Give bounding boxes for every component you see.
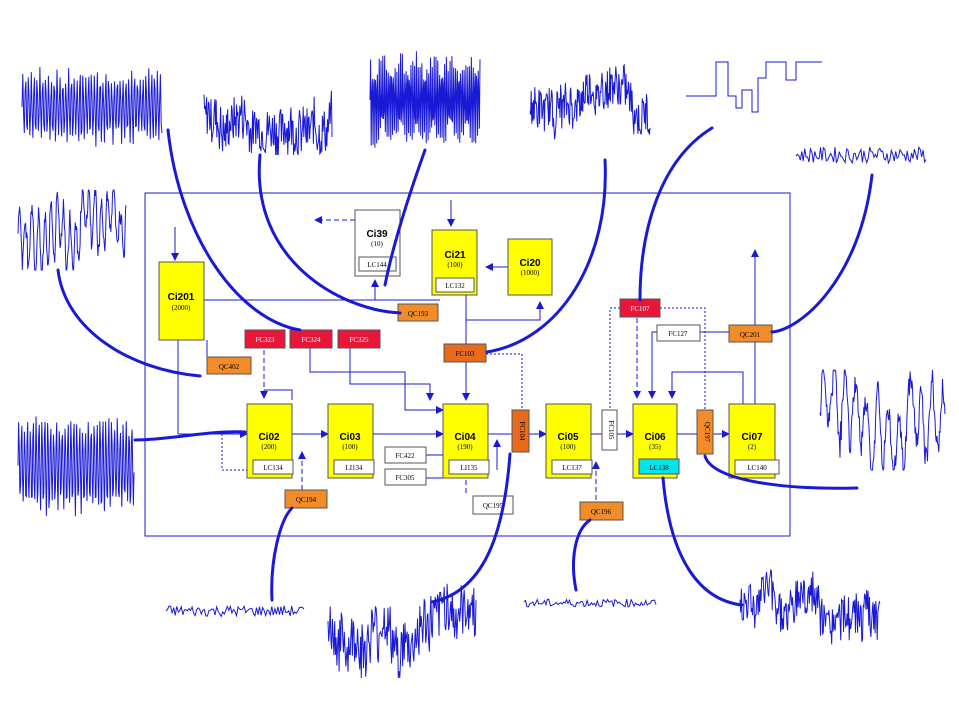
tank-ci03[interactable]: Ci03 (100) LI134 <box>327 403 375 479</box>
controller-qc196[interactable]: QC196 <box>579 501 624 521</box>
trend-qc402 <box>17 188 127 271</box>
controller-qc193[interactable]: QC193 <box>397 303 439 322</box>
tank-capacity: (2) <box>748 443 757 451</box>
tag-lc144: LC144 <box>367 261 387 269</box>
trend-qc196 <box>523 598 657 608</box>
trend-plots <box>17 51 946 679</box>
controller-qc194[interactable]: QC194 <box>284 489 328 509</box>
tag-label: FC325 <box>349 336 369 344</box>
trend-qc197 <box>819 369 946 472</box>
tag-label: QC195 <box>483 502 504 510</box>
tag-li135: LI135 <box>460 464 478 472</box>
tag-lc134: LC134 <box>263 464 283 472</box>
trend-ci02-feed <box>17 416 135 517</box>
controller-fc103[interactable]: FC103 <box>443 343 487 363</box>
tank-capacity: (190) <box>457 443 473 451</box>
tag-label: QC196 <box>591 508 612 516</box>
tank-ci21[interactable]: Ci21 (100) LC132 <box>431 229 478 296</box>
tag-label: QC402 <box>219 363 240 371</box>
tag-label: FC127 <box>668 330 688 338</box>
tank-ci39[interactable]: Ci39 (10) LC144 <box>354 209 401 277</box>
tank-capacity: (100) <box>342 443 358 451</box>
trend-qc201 <box>795 145 927 165</box>
trend-fc324 <box>369 51 481 148</box>
controller-qc201[interactable]: QC201 <box>728 324 773 343</box>
trend-ci21-level <box>203 90 333 156</box>
trend-fc107-step <box>686 61 822 113</box>
tag-label: FC105 <box>607 420 615 440</box>
tank-ci06[interactable]: Ci06 (35) LC138 <box>632 403 680 479</box>
trend-ci201-feed <box>21 66 163 147</box>
tag-label: QC193 <box>408 310 429 318</box>
tank-ci20[interactable]: Ci20 (1000) <box>507 238 553 296</box>
trend-fc104 <box>327 583 477 679</box>
valve-fc325[interactable]: FC325 <box>337 329 381 349</box>
tag-lc137: LC137 <box>562 464 582 472</box>
tag-fc305[interactable]: FC305 <box>384 468 427 486</box>
tag-label: FC305 <box>395 474 415 482</box>
tank-name: Ci02 <box>258 432 280 443</box>
tag-qc195[interactable]: QC195 <box>472 495 514 515</box>
tag-lc140: LC140 <box>747 464 767 472</box>
tag-li134: LI134 <box>345 464 363 472</box>
tag-fc105[interactable]: FC105 <box>601 409 618 451</box>
tank-capacity: (100) <box>560 443 576 451</box>
tank-ci07[interactable]: Ci07 (2) LC140 <box>728 403 780 479</box>
tank-name: Ci05 <box>557 432 579 443</box>
trend-connectors <box>56 126 874 607</box>
tank-name: Ci201 <box>168 292 195 303</box>
tank-ci05[interactable]: Ci05 (100) LC137 <box>545 403 593 479</box>
process-lines <box>171 200 759 500</box>
tank-name: Ci20 <box>519 258 541 269</box>
tag-fc127[interactable]: FC127 <box>656 324 701 342</box>
tag-label: FC324 <box>301 336 321 344</box>
tank-capacity: (10) <box>371 240 383 248</box>
tag-label: FC107 <box>630 305 650 313</box>
tag-label: FC422 <box>395 452 415 460</box>
tag-label: QC201 <box>740 331 761 339</box>
tank-name: Ci21 <box>444 250 466 261</box>
tank-capacity: (35) <box>649 443 661 451</box>
tank-name: Ci07 <box>741 432 763 443</box>
trend-lc138 <box>739 568 881 645</box>
tag-fc422[interactable]: FC422 <box>384 446 427 464</box>
tag-label: FC104 <box>518 421 526 441</box>
tank-ci201[interactable]: Ci201 (2000) <box>158 261 205 341</box>
tag-label: QC197 <box>703 422 711 443</box>
controller-qc402[interactable]: QC402 <box>206 356 252 375</box>
tank-ci04[interactable]: Ci04 (190) LI135 <box>442 403 490 479</box>
valve-fc323[interactable]: FC323 <box>244 329 286 349</box>
tank-ci02[interactable]: Ci02 (200) LC134 <box>246 403 294 479</box>
trend-ci20-level <box>529 63 651 140</box>
tag-lc138: LC138 <box>649 464 669 472</box>
tag-label: FC323 <box>255 336 275 344</box>
tag-lc132: LC132 <box>445 282 465 290</box>
tag-label: QC194 <box>296 496 317 504</box>
valve-fc107[interactable]: FC107 <box>619 298 661 318</box>
valve-fc324[interactable]: FC324 <box>289 329 333 349</box>
tank-name: Ci04 <box>454 432 476 443</box>
tank-name: Ci03 <box>339 432 361 443</box>
controller-fc104[interactable]: FC104 <box>511 409 530 453</box>
tank-capacity: (100) <box>447 261 463 269</box>
tank-capacity: (2000) <box>172 304 191 312</box>
trend-qc194 <box>165 604 305 618</box>
tank-name: Ci39 <box>366 229 388 240</box>
tank-name: Ci06 <box>644 432 666 443</box>
controller-qc197[interactable]: QC197 <box>696 409 714 455</box>
tank-capacity: (200) <box>261 443 277 451</box>
tank-capacity: (1000) <box>521 269 540 277</box>
tag-label: FC103 <box>455 350 475 358</box>
